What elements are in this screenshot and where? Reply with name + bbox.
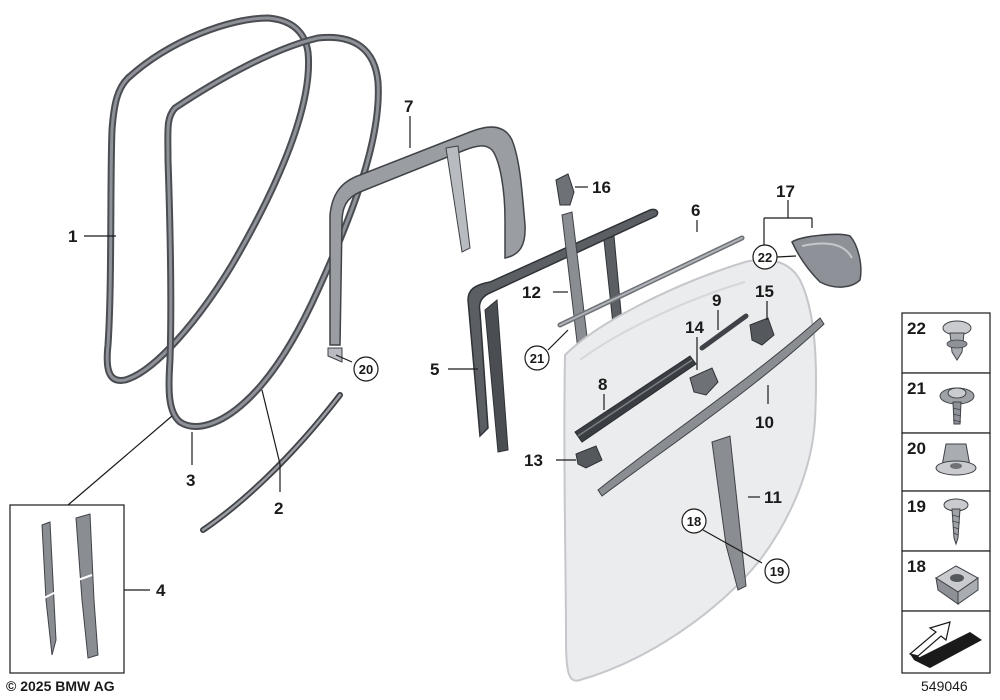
legend-label-21: 21 bbox=[907, 379, 926, 398]
part-11-pillar-cover bbox=[711, 435, 747, 591]
screw-with-washer-icon bbox=[939, 387, 975, 425]
callout-8: 8 bbox=[598, 375, 607, 394]
door-panel bbox=[563, 258, 818, 682]
callout-18: 18 bbox=[687, 514, 701, 529]
part-7-window-frame-seal bbox=[327, 126, 526, 363]
part-15-clip bbox=[749, 317, 775, 346]
legend-label-20: 20 bbox=[907, 439, 926, 458]
callout-12: 12 bbox=[522, 283, 541, 302]
part-2-sill-strip bbox=[200, 392, 343, 533]
callout-2: 2 bbox=[274, 499, 283, 518]
part-1-door-seal bbox=[103, 14, 313, 384]
callout-9: 9 bbox=[712, 291, 721, 310]
part-8-inner-belt-strip bbox=[574, 355, 697, 443]
callouts: 1 2 3 4 5 6 7 8 9 10 11 12 13 14 15 16 1… bbox=[68, 97, 795, 600]
direction-arrow-icon bbox=[908, 621, 982, 668]
callout-6: 6 bbox=[691, 201, 700, 220]
copyright-text: © 2025 BMW AG bbox=[6, 678, 115, 694]
callout-19: 19 bbox=[770, 564, 784, 579]
part-10-outer-belt-strip bbox=[597, 317, 825, 497]
callout-22: 22 bbox=[758, 250, 772, 265]
callout-14: 14 bbox=[685, 318, 704, 337]
callout-4: 4 bbox=[156, 581, 166, 600]
callout-13: 13 bbox=[524, 451, 543, 470]
callout-7: 7 bbox=[404, 97, 413, 116]
part-17-cover bbox=[791, 233, 862, 288]
legend-label-18: 18 bbox=[907, 557, 926, 576]
part-5-window-guide bbox=[467, 208, 659, 453]
diagram-id: 549046 bbox=[921, 678, 968, 694]
push-clip-icon bbox=[942, 320, 972, 361]
circled-callouts: 20 21 22 18 19 bbox=[353, 244, 790, 584]
part-13-end-cap bbox=[575, 445, 603, 469]
part-6-upper-strip bbox=[557, 235, 745, 328]
callout-17: 17 bbox=[776, 182, 795, 201]
callout-10: 10 bbox=[755, 413, 774, 432]
legend-label-19: 19 bbox=[907, 497, 926, 516]
callout-11: 11 bbox=[764, 488, 782, 507]
callout-5: 5 bbox=[430, 360, 439, 379]
callout-21: 21 bbox=[530, 351, 544, 366]
callout-16: 16 bbox=[592, 178, 611, 197]
leader-lines bbox=[67, 116, 813, 591]
hardware-legend: 22 21 20 19 18 bbox=[901, 312, 991, 674]
callout-3: 3 bbox=[186, 471, 195, 490]
callout-15: 15 bbox=[755, 282, 774, 301]
expanding-nut-icon bbox=[935, 443, 977, 476]
part-16-cap bbox=[555, 173, 575, 206]
callout-20: 20 bbox=[359, 362, 373, 377]
callout-1: 1 bbox=[68, 227, 77, 246]
tapping-screw-icon bbox=[943, 498, 969, 546]
part-3-door-seal bbox=[164, 33, 382, 430]
legend-label-22: 22 bbox=[907, 319, 926, 338]
part-14-clip bbox=[689, 367, 719, 396]
part-4-inset bbox=[9, 504, 125, 674]
clip-nut-icon bbox=[935, 565, 979, 605]
part-9-strip bbox=[699, 313, 749, 351]
